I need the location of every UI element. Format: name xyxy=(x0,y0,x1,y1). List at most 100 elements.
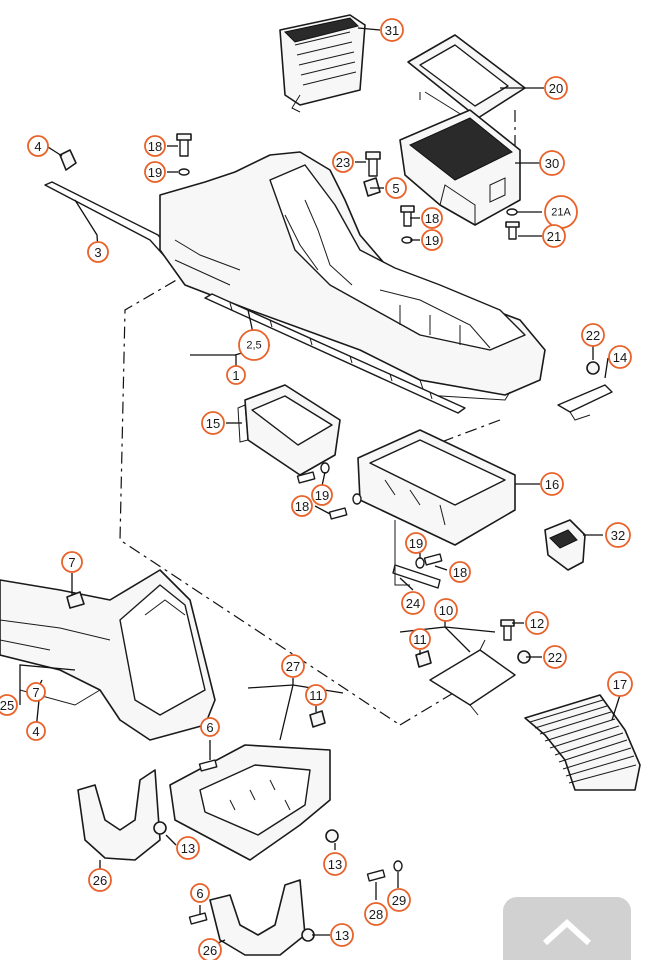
callout-c5: 5 xyxy=(385,177,407,199)
callout-number: 10 xyxy=(439,603,453,618)
callout-ring xyxy=(544,76,568,100)
nut-13b xyxy=(325,829,339,843)
callout-c11b: 11 xyxy=(305,684,327,706)
callout-c13a: 13 xyxy=(176,836,200,860)
bolt-18d xyxy=(423,553,443,566)
callout-ring xyxy=(201,411,225,435)
callout-ring xyxy=(291,495,313,517)
part-15-bracket xyxy=(237,384,341,476)
callout-c7a: 7 xyxy=(61,551,83,573)
callout-c17: 17 xyxy=(607,671,633,697)
callout-ring xyxy=(401,591,425,615)
callout-c27: 27 xyxy=(281,654,305,678)
chevron-up-icon xyxy=(542,918,592,946)
callout-c16: 16 xyxy=(540,472,564,496)
callout-ring xyxy=(385,177,407,199)
callout-c31: 31 xyxy=(380,18,404,42)
bolt-21 xyxy=(505,221,520,240)
part-27-bracket xyxy=(169,744,331,861)
callout-ring xyxy=(607,671,633,697)
callout-ring xyxy=(608,345,632,369)
callout-c29: 29 xyxy=(387,888,411,912)
callout-c26b: 26 xyxy=(198,938,222,960)
washer-19c xyxy=(320,462,330,474)
washer-21a xyxy=(506,208,518,216)
callout-ring xyxy=(380,18,404,42)
callout-ring xyxy=(581,323,605,347)
callout-ring xyxy=(449,561,471,583)
callout-ring xyxy=(409,628,431,650)
part-14-bracket xyxy=(557,384,613,421)
callout-ring xyxy=(323,852,347,876)
callout-number: 19 xyxy=(315,488,329,503)
callout-number: 21A xyxy=(551,207,571,219)
part-10-plate xyxy=(429,639,516,716)
callout-ring xyxy=(281,654,305,678)
callout-c30: 30 xyxy=(539,150,565,176)
part-20-tray xyxy=(407,34,526,121)
callout-number: 20 xyxy=(549,81,563,96)
callout-number: 19 xyxy=(409,536,423,551)
callout-number: 31 xyxy=(385,23,399,38)
callout-c25b: 25 xyxy=(0,694,18,716)
callout-c19a: 19 xyxy=(144,161,166,183)
part-31-vent-housing xyxy=(279,14,366,113)
callout-number: 30 xyxy=(545,156,559,171)
lower-console-section xyxy=(0,569,216,741)
callout-ring xyxy=(200,717,220,737)
callout-number: 6 xyxy=(206,720,213,735)
callout-c14: 14 xyxy=(608,345,632,369)
washer-19e xyxy=(352,493,362,505)
callout-c19b: 19 xyxy=(421,229,443,251)
callout-c18d: 18 xyxy=(449,561,471,583)
callout-ring xyxy=(238,329,270,361)
callout-ring xyxy=(330,923,354,947)
callout-number: 11 xyxy=(413,632,427,647)
callout-ring xyxy=(542,224,566,248)
callout-ring xyxy=(387,888,411,912)
callout-number: 26 xyxy=(203,943,217,958)
callout-c22b: 22 xyxy=(543,645,567,669)
callout-number: 2,5 xyxy=(246,340,261,352)
bolt-18a xyxy=(176,133,192,157)
callout-c6b: 6 xyxy=(190,883,210,903)
callout-number: 13 xyxy=(335,928,349,943)
callout-number: 18 xyxy=(148,139,162,154)
callout-c24: 24 xyxy=(401,591,425,615)
callout-c20: 20 xyxy=(544,76,568,100)
callout-number: 21 xyxy=(547,229,561,244)
nut-13a xyxy=(153,821,167,835)
callout-ring xyxy=(87,241,109,263)
bolt-18b xyxy=(400,205,415,227)
callout-c4b: 4 xyxy=(26,721,46,741)
part-24-bracket xyxy=(392,520,441,589)
callout-number: 4 xyxy=(32,724,39,739)
washer-19d xyxy=(415,557,425,569)
callout-c13b: 13 xyxy=(323,852,347,876)
callout-c10: 10 xyxy=(434,598,458,622)
callout-c12: 12 xyxy=(525,611,549,635)
callout-ring xyxy=(190,883,210,903)
part-30-switch-module xyxy=(399,109,521,226)
callout-c1: 1 xyxy=(226,365,246,385)
callout-ring xyxy=(26,721,46,741)
callout-ring xyxy=(88,868,112,892)
callout-c21: 21 xyxy=(542,224,566,248)
callout-ring xyxy=(144,161,166,183)
callout-number: 24 xyxy=(406,596,420,611)
part-16-storage-bin xyxy=(357,429,516,546)
callout-ring xyxy=(421,207,443,229)
callout-c19c: 19 xyxy=(311,484,333,506)
callout-number: 27 xyxy=(286,659,300,674)
washer-19a xyxy=(178,168,190,176)
callout-ring xyxy=(405,532,427,554)
callout-number: 29 xyxy=(392,893,406,908)
bolt-6a xyxy=(198,759,218,772)
callout-ring xyxy=(311,484,333,506)
callout-number: 11 xyxy=(309,688,323,703)
callout-ring xyxy=(198,938,222,960)
callout-ring xyxy=(26,682,46,702)
scroll-to-top-button[interactable] xyxy=(503,897,631,960)
